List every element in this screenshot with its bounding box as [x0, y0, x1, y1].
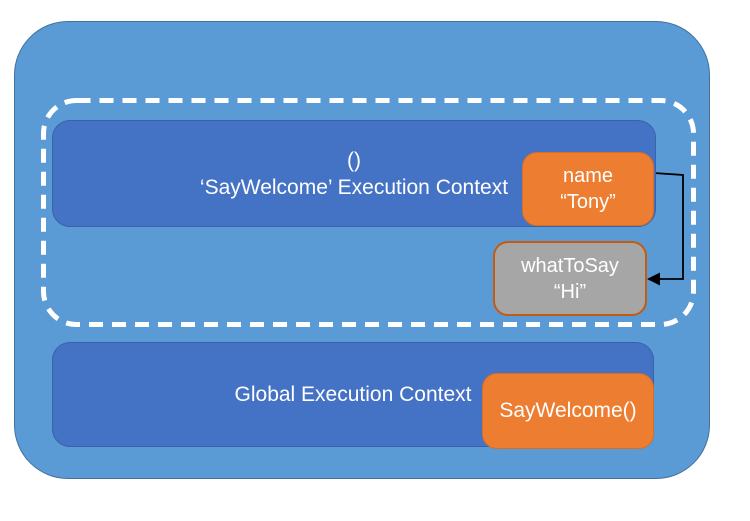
name-variable-value: “Tony” — [560, 191, 616, 213]
global-environment-container: () ‘SayWelcome’ Execution Context name “… — [14, 21, 710, 479]
whattosay-variable-value: “Hi” — [553, 280, 587, 303]
saywelcome-context-parens: () — [347, 148, 361, 172]
whattosay-variable-label: whatToSay — [521, 254, 619, 277]
whattosay-variable-box: whatToSay “Hi” — [493, 241, 647, 316]
saywelcome-call-label: SayWelcome() — [499, 399, 637, 422]
saywelcome-context-title: ‘SayWelcome’ Execution Context — [199, 175, 509, 199]
name-variable-label: name — [562, 165, 614, 187]
global-context-title: Global Execution Context — [234, 383, 472, 406]
saywelcome-call-box: SayWelcome() — [482, 373, 654, 449]
name-variable-box: name “Tony” — [522, 152, 654, 226]
